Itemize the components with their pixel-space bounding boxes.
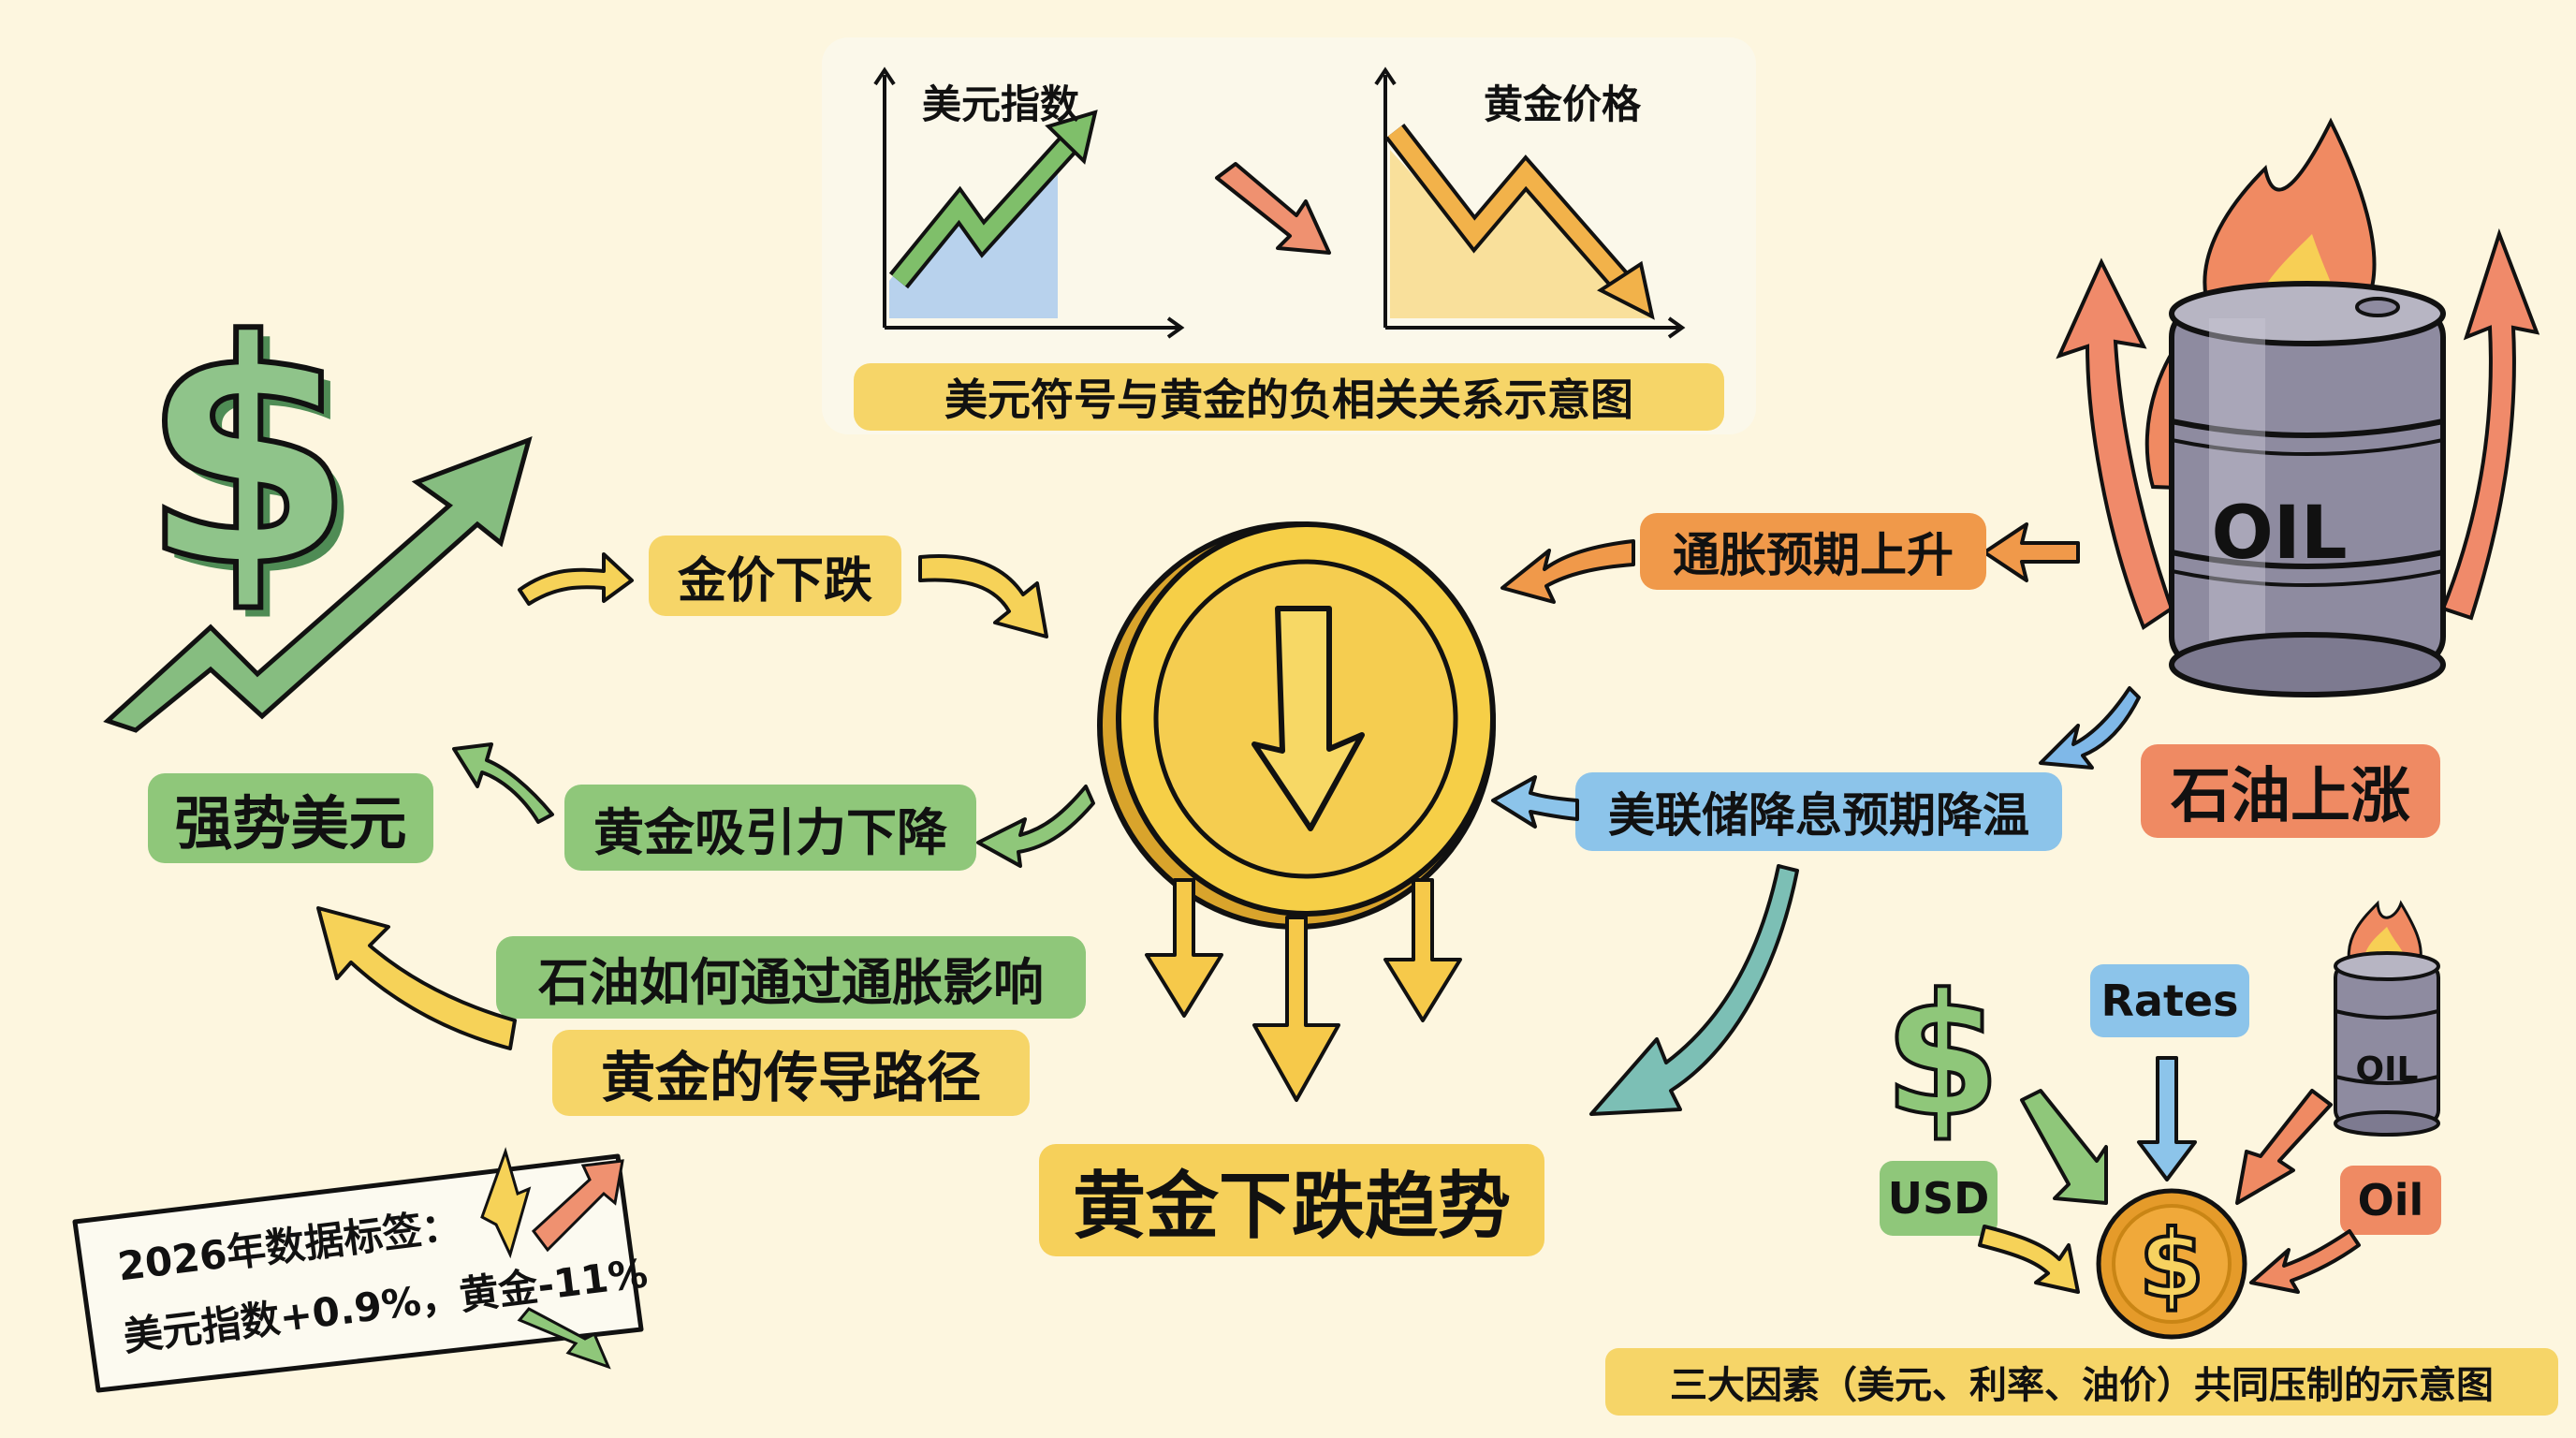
factor-barrel-oil-text: OIL — [2355, 1049, 2419, 1089]
green-arrow-to-strong-dollar-icon — [452, 742, 554, 824]
gold-appeal-declines-label: 黄金吸引力下降 — [564, 785, 976, 871]
svg-text:$: $ — [1883, 959, 2000, 1154]
yellow-arrow-to-gold-falls-icon — [518, 552, 634, 606]
factor-rates-label: Rates — [2090, 964, 2249, 1037]
gold-price-chart-title: 黄金价格 — [1484, 81, 1642, 127]
svg-text:$: $ — [140, 275, 356, 635]
factor-gold-coin-icon — [2096, 1188, 2247, 1340]
green-uptrend-arrow-icon — [103, 435, 533, 733]
path-title-line1: 石油如何通过通胀影响 — [496, 936, 1086, 1019]
blue-arrow-from-barrel-icon — [2039, 686, 2141, 770]
yellow-curved-arrow-to-dollar-icon — [316, 906, 517, 1050]
svg-text:$: $ — [150, 285, 365, 644]
usd-index-chart — [873, 66, 1185, 339]
oil-barrel-fire-icon — [2056, 117, 2540, 697]
red-arrow-icon — [1215, 162, 1331, 255]
factor-dollar-icon: $ — [1881, 957, 2002, 1156]
teal-curved-arrow-to-downtrend-icon — [1589, 864, 1799, 1116]
factor-oil-barrel-icon — [2334, 900, 2440, 1137]
green-arrow-from-coin-icon — [976, 785, 1095, 868]
orange-arrow-to-coin-icon — [1500, 539, 1635, 604]
green-dollar-icon: $ $ — [138, 272, 365, 644]
yellow-arrow-to-coin-icon — [918, 554, 1048, 638]
gold-price-chart — [1374, 66, 1686, 339]
factor-coin-dollar-symbol: $ — [2137, 1208, 2206, 1321]
path-title-line2: 黄金的传导路径 — [552, 1030, 1030, 1116]
strong-dollar-label: 强势美元 — [148, 773, 433, 863]
correlation-caption: 美元符号与黄金的负相关关系示意图 — [854, 363, 1724, 431]
factors-caption: 三大因素（美元、利率、油价）共同压制的示意图 — [1605, 1348, 2558, 1416]
factor-arrows-icon — [1978, 1056, 2361, 1294]
data-note-box — [72, 1147, 644, 1393]
gold-price-falls-label: 金价下跌 — [649, 536, 901, 616]
factor-oil-label: Oil — [2340, 1166, 2441, 1235]
orange-arrow-to-inflation-icon — [1983, 522, 2080, 582]
falling-arrows-icon — [1145, 878, 1462, 1102]
usd-index-chart-title: 美元指数 — [922, 81, 1080, 127]
fed-cut-expectations-label: 美联储降息预期降温 — [1575, 772, 2062, 851]
factor-usd-label: USD — [1880, 1161, 1998, 1236]
inflation-expectations-label: 通胀预期上升 — [1640, 513, 1986, 590]
gold-downtrend-label: 黄金下跌趋势 — [1039, 1144, 1544, 1256]
oil-rises-label: 石油上涨 — [2141, 744, 2440, 838]
barrel-oil-text: OIL — [2211, 492, 2348, 576]
gold-coin-down-arrow-icon — [1097, 521, 1496, 930]
blue-arrow-to-coin-icon — [1491, 775, 1579, 829]
